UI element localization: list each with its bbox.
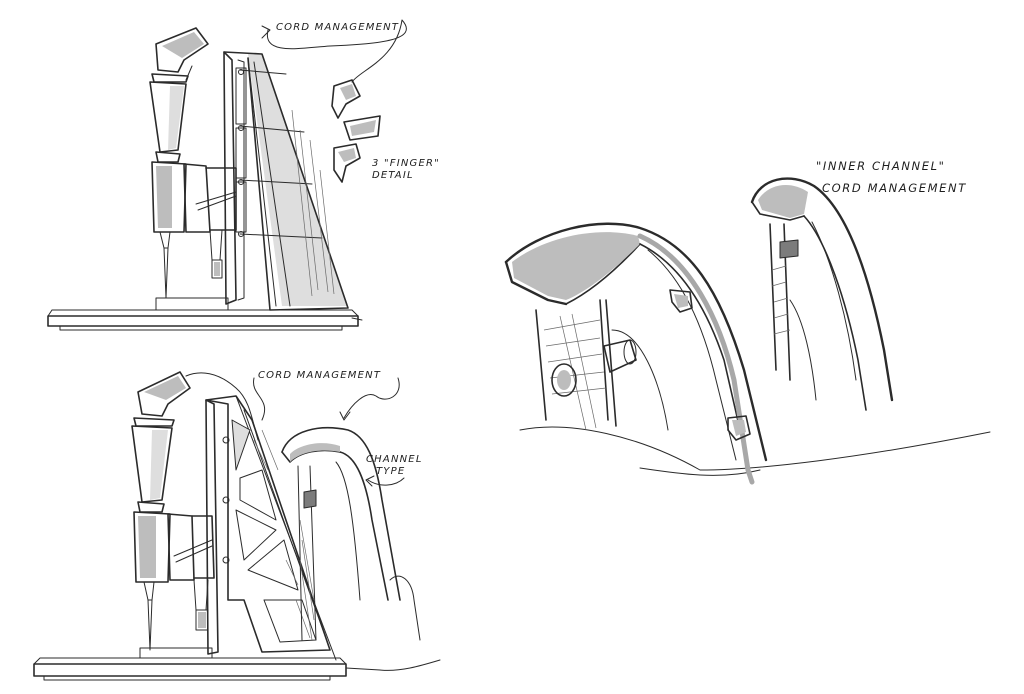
label-finger-line1: 3 "FINGER" [372, 158, 440, 169]
top-left-view: CORD MANAGEMENT 3 "FINGER" DETAIL [47, 19, 440, 331]
leader-arrow-channel [365, 475, 375, 487]
channel-type-detail [281, 427, 421, 641]
cord-bottom [185, 372, 259, 441]
arm-far [750, 177, 894, 411]
pipette-top [149, 27, 209, 299]
bottom-left-view: CORD MANAGEMENT CHANNEL TYPE [33, 370, 441, 681]
label-channel-line2: TYPE [376, 466, 405, 477]
leader-cord-bottom-2 [343, 377, 400, 419]
label-cord-management-bottom: CORD MANAGEMENT [258, 370, 381, 381]
leader-arrow-top [261, 25, 271, 39]
leader-channel [367, 477, 405, 486]
base-plate-top [47, 309, 363, 331]
leader-cord-top [266, 19, 407, 83]
label-cord-management-top: CORD MANAGEMENT [276, 22, 399, 33]
label-channel-line1: CHANNEL [366, 454, 423, 465]
column-top [223, 51, 349, 311]
leader-cord-bottom [253, 377, 266, 421]
sample-pad-bottom [139, 647, 213, 659]
clamp-arm-bottom [167, 513, 215, 631]
finger-detail [331, 79, 381, 183]
label-inner-channel-cord: CORD MANAGEMENT [822, 181, 967, 195]
column-bottom [205, 395, 337, 661]
ground-line-right [519, 426, 991, 471]
leader-arrow-bottom [339, 411, 351, 421]
arm-near [504, 222, 768, 485]
cord-channel-right [637, 233, 755, 485]
base-plate-bottom [33, 657, 441, 681]
right-view: "INNER CHANNEL" CORD MANAGEMENT [504, 159, 991, 485]
sample-pad-top [155, 297, 229, 311]
label-finger-line2: DETAIL [372, 170, 414, 181]
pipette-bottom [131, 371, 191, 651]
ground-line-right-2 [639, 467, 761, 476]
label-inner-channel: "INNER CHANNEL" [816, 159, 946, 173]
clamp-arm-top [183, 163, 237, 279]
